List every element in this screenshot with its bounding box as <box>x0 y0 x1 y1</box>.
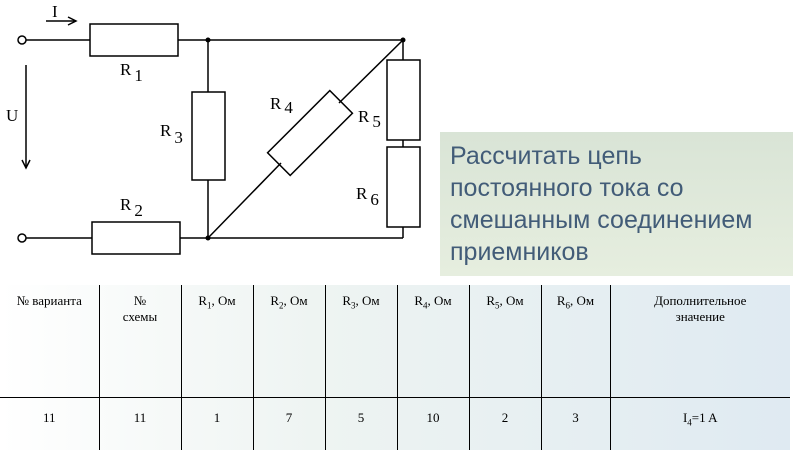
cell-r1: 1 <box>180 397 253 450</box>
cell-extra: I4=1 A <box>609 397 790 450</box>
cell-r6: 3 <box>540 397 610 450</box>
resistor-r1 <box>89 23 179 57</box>
table-row: 11 11 1 7 5 10 2 3 I4=1 A <box>0 397 790 450</box>
resistor-r3 <box>191 91 226 181</box>
cell-r5: 2 <box>468 397 541 450</box>
resistor-r6 <box>386 146 421 228</box>
header-r1: R1, Ом <box>180 285 253 398</box>
junction-top-r3 <box>205 37 211 43</box>
junction-bottom-r3 <box>205 235 211 241</box>
header-r5: R5, Ом <box>468 285 541 398</box>
cell-scheme: 11 <box>98 397 181 450</box>
header-r3: R3, Ом <box>324 285 397 398</box>
header-r2: R2, Ом <box>252 285 325 398</box>
task-line-3: смешанным соединением <box>450 206 753 234</box>
cell-variant: 11 <box>42 410 56 425</box>
resistor-r5 <box>386 59 421 141</box>
header-variant: № варианта <box>0 285 99 398</box>
voltage-label: U <box>6 106 18 125</box>
terminal-bottom <box>17 233 27 243</box>
task-line-4: приемников <box>450 238 589 266</box>
cell-r2: 7 <box>252 397 325 450</box>
wire-r4-upper <box>338 39 404 104</box>
resistor-r2 <box>91 221 181 255</box>
resistor-r4 <box>266 89 354 177</box>
task-line-2: постоянного тока со <box>450 174 684 202</box>
cell-r4: 10 <box>396 397 469 450</box>
header-r6: R6, Ом <box>540 285 610 398</box>
voltage-arrowhead-icon <box>21 159 31 170</box>
task-line-1: Рассчитать цепь <box>450 142 642 170</box>
terminal-top <box>17 35 27 45</box>
current-label: I <box>52 2 58 21</box>
task-box: Рассчитать цепь постоянного тока со смеш… <box>440 132 793 276</box>
header-r4: R4, Ом <box>396 285 469 398</box>
current-arrowhead-icon <box>67 16 78 26</box>
cell-r3: 5 <box>324 397 397 450</box>
wire-r4-lower <box>207 162 282 239</box>
junction-top-right <box>400 37 406 43</box>
